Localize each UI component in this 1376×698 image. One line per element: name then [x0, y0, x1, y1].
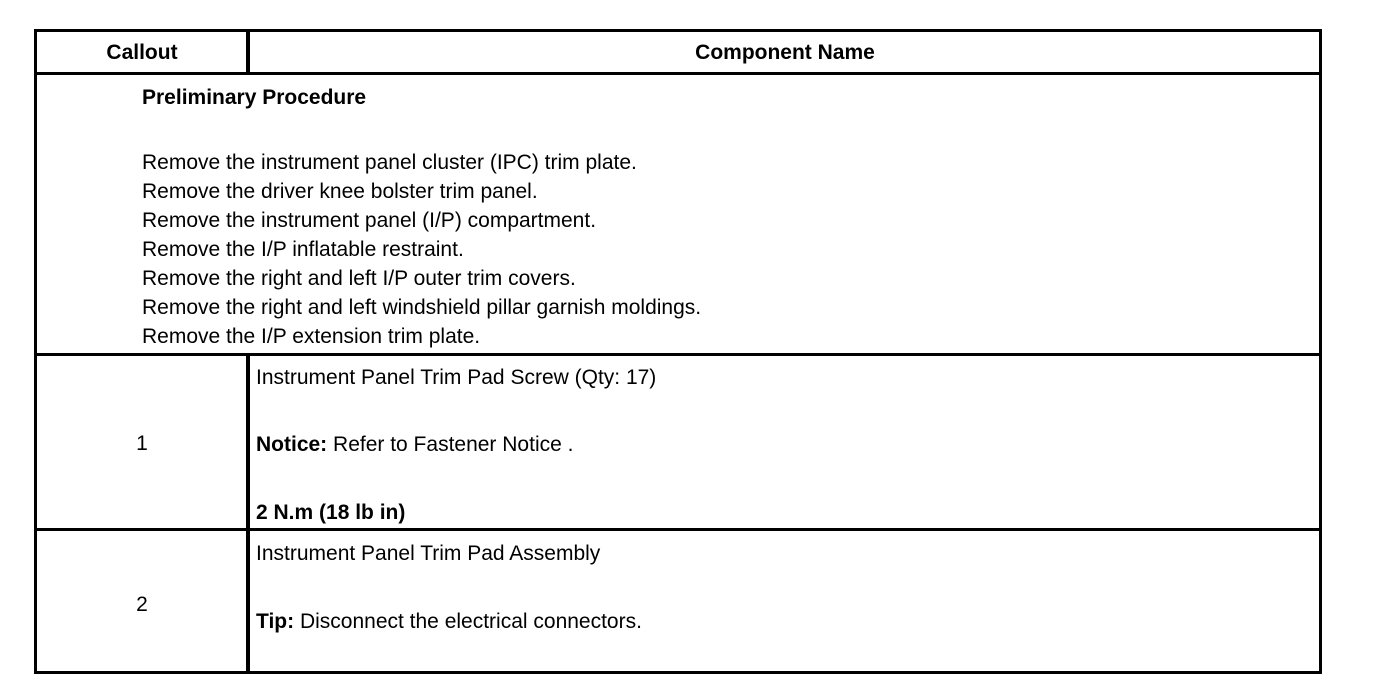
tip-line: Tip: Disconnect the electrical connector…: [256, 607, 642, 636]
rows-column-divider: [246, 353, 250, 674]
callout-number-1: 1: [136, 432, 148, 455]
callout-number-2: 2: [136, 593, 148, 616]
component-name-2: Instrument Panel Trim Pad Assembly: [256, 542, 601, 565]
row-divider: [37, 528, 1319, 531]
preliminary-divider: [37, 353, 1319, 356]
list-item: Remove the instrument panel cluster (IPC…: [142, 151, 637, 174]
preliminary-procedure-title: Preliminary Procedure: [142, 86, 367, 109]
list-item: Remove the instrument panel (I/P) compar…: [142, 209, 597, 232]
tip-text: Disconnect the electrical connectors.: [294, 610, 642, 633]
list-item: Remove the I/P inflatable restraint.: [142, 238, 464, 261]
header-callout: Callout: [106, 41, 178, 64]
torque-spec: 2 N.m (18 lb in): [256, 501, 406, 524]
list-item: Remove the driver knee bolster trim pane…: [142, 180, 538, 203]
header-component-name: Component Name: [695, 41, 875, 64]
components-table: Callout Component Name Preliminary Proce…: [34, 29, 1322, 674]
preliminary-steps-list: Remove the instrument panel cluster (IPC…: [142, 148, 701, 351]
list-item: Remove the right and left I/P outer trim…: [142, 267, 576, 290]
notice-line: Notice: Refer to Fastener Notice .: [256, 430, 573, 459]
header-divider: [37, 72, 1319, 75]
header-column-divider: [246, 32, 250, 73]
notice-label: Notice:: [256, 433, 328, 456]
list-item: Remove the right and left windshield pil…: [142, 296, 702, 319]
component-name-1: Instrument Panel Trim Pad Screw (Qty: 17…: [256, 366, 657, 389]
notice-text: Refer to Fastener Notice .: [327, 433, 574, 456]
tip-label: Tip:: [256, 610, 295, 633]
list-item: Remove the I/P extension trim plate.: [142, 325, 481, 348]
